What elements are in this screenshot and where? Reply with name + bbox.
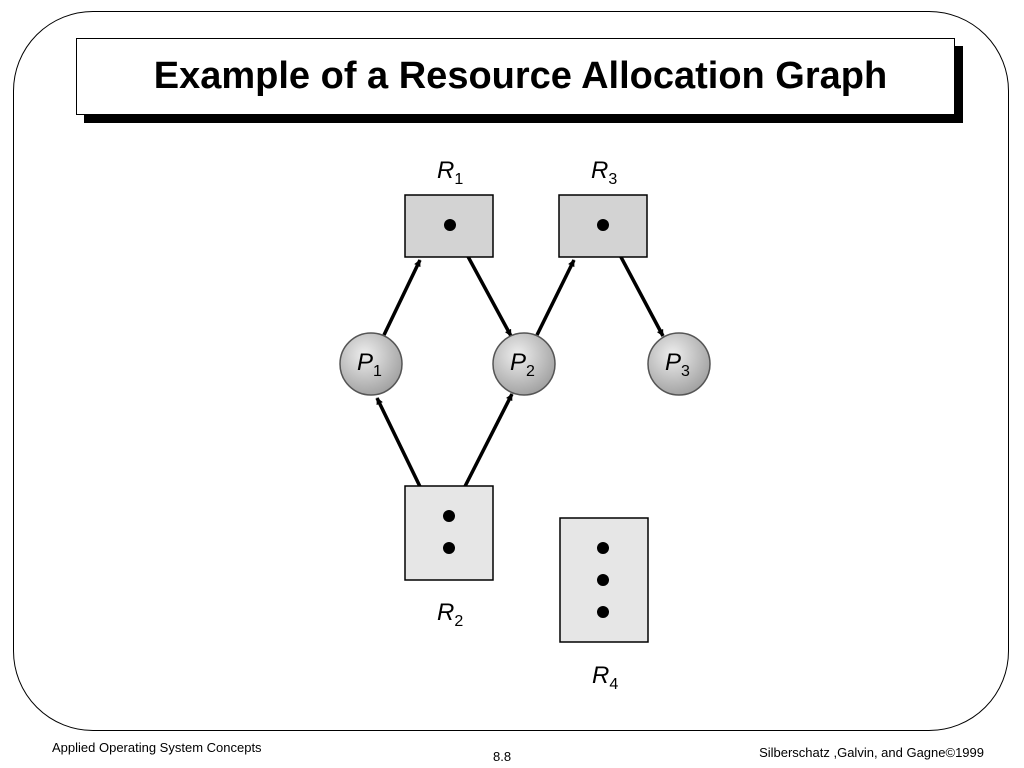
title-box: Example of a Resource Allocation Graph	[76, 38, 955, 115]
process-label-p1: P1	[357, 349, 382, 380]
instance-dot-r2-1	[443, 510, 455, 522]
instance-dot-r1-1	[444, 219, 456, 231]
footer-page-number: 8.8	[493, 749, 512, 764]
process-circle-p2	[492, 332, 556, 396]
edge-p2-to-r3	[535, 259, 576, 336]
footer-course: Applied Operating System Concepts	[52, 740, 262, 755]
resource-r3: R3	[558, 157, 648, 258]
resource-label-r2: R2	[437, 599, 463, 630]
process-p3: P3	[647, 332, 711, 396]
process-circle-p1	[339, 332, 403, 396]
resource-r2: R2	[404, 485, 494, 630]
process-label-p3: P3	[665, 349, 690, 380]
edge-p1-to-r1	[382, 259, 422, 336]
instance-dot-r2-2	[443, 542, 455, 554]
process-p2: P2	[492, 332, 556, 396]
resource-r1: R1	[404, 157, 494, 258]
instance-dot-r4-1	[597, 542, 609, 554]
process-circle-p3	[647, 332, 711, 396]
instance-dot-r3-1	[597, 219, 609, 231]
resource-label-r3: R3	[591, 157, 617, 188]
resource-r4: R4	[559, 517, 649, 693]
resource-label-r1: R1	[437, 157, 463, 188]
process-label-p2: P2	[510, 349, 535, 380]
resource-label-r4: R4	[592, 662, 618, 693]
slide-frame	[13, 11, 1009, 731]
page-title: Example of a Resource Allocation Graph	[153, 55, 888, 97]
footer-authors: Silberschatz ,Galvin, and Gagne©1999	[759, 745, 984, 760]
process-p1: P1	[339, 332, 403, 396]
instance-dot-r4-3	[597, 606, 609, 618]
instance-dot-r4-2	[597, 574, 609, 586]
resource-box-r2	[404, 485, 494, 581]
